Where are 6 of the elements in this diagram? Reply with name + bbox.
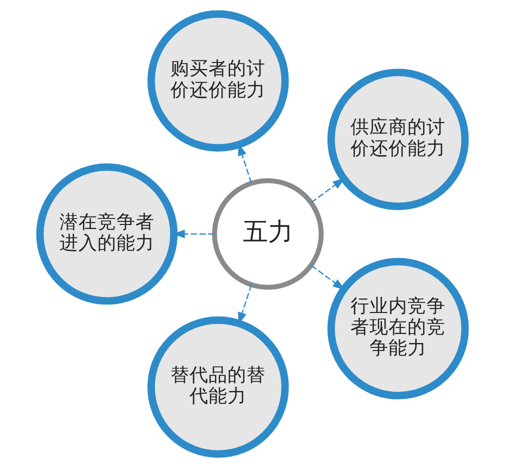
node-circle: 潜在竞争者进入的能力 <box>36 162 178 304</box>
node-circle: 行业内竞争者现在的竞争能力 <box>327 257 469 399</box>
node-circle: 五力 <box>212 178 324 290</box>
node-circle: 替代品的替代能力 <box>147 316 289 458</box>
node-circle: 购买者的讨价还价能力 <box>147 10 289 152</box>
node-circle: 供应商的讨价还价能力 <box>327 68 469 210</box>
